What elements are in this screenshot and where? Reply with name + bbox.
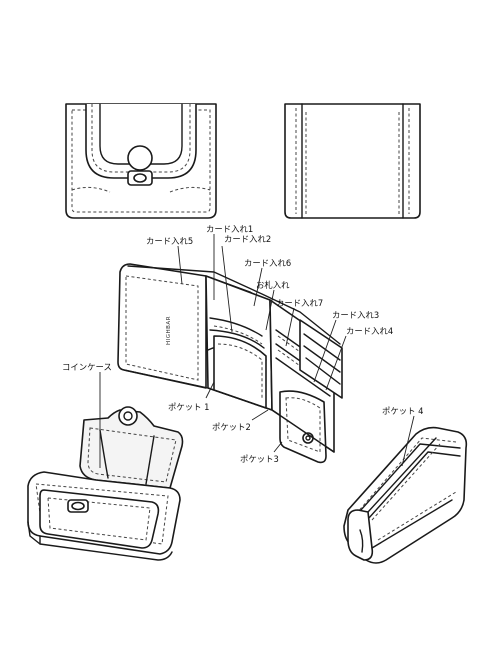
label-card-slot-1: カード入れ1 [206, 224, 253, 234]
labels: カード入れ5 カード入れ1 カード入れ2 カード入れ6 お札入れ カード入れ7 … [62, 224, 424, 464]
label-card-slot-5: カード入れ5 [146, 236, 193, 246]
label-card-slot-2: カード入れ2 [224, 234, 271, 244]
leader-lines [99, 234, 415, 468]
front-view [65, 103, 217, 219]
closed-wallet-view [343, 426, 468, 564]
label-pocket-3: ポケット3 [240, 454, 279, 464]
label-coin-case: コインケース [62, 362, 112, 372]
label-bill-compartment: お札入れ [256, 280, 290, 290]
label-pocket-4: ポケット 4 [382, 406, 424, 416]
open-wallet-view: HIGHBAR [117, 263, 343, 464]
label-card-slot-3: カード入れ3 [332, 310, 379, 320]
coin-case-view [27, 406, 184, 561]
label-pocket-2: ポケット2 [212, 422, 251, 432]
label-pocket-1: ポケット 1 [168, 402, 210, 412]
label-card-slot-6: カード入れ6 [244, 258, 291, 268]
label-card-slot-7: カード入れ7 [276, 298, 323, 308]
back-view [284, 103, 421, 219]
label-card-slot-4: カード入れ4 [346, 326, 393, 336]
brand-stamp: HIGHBAR [166, 316, 172, 345]
